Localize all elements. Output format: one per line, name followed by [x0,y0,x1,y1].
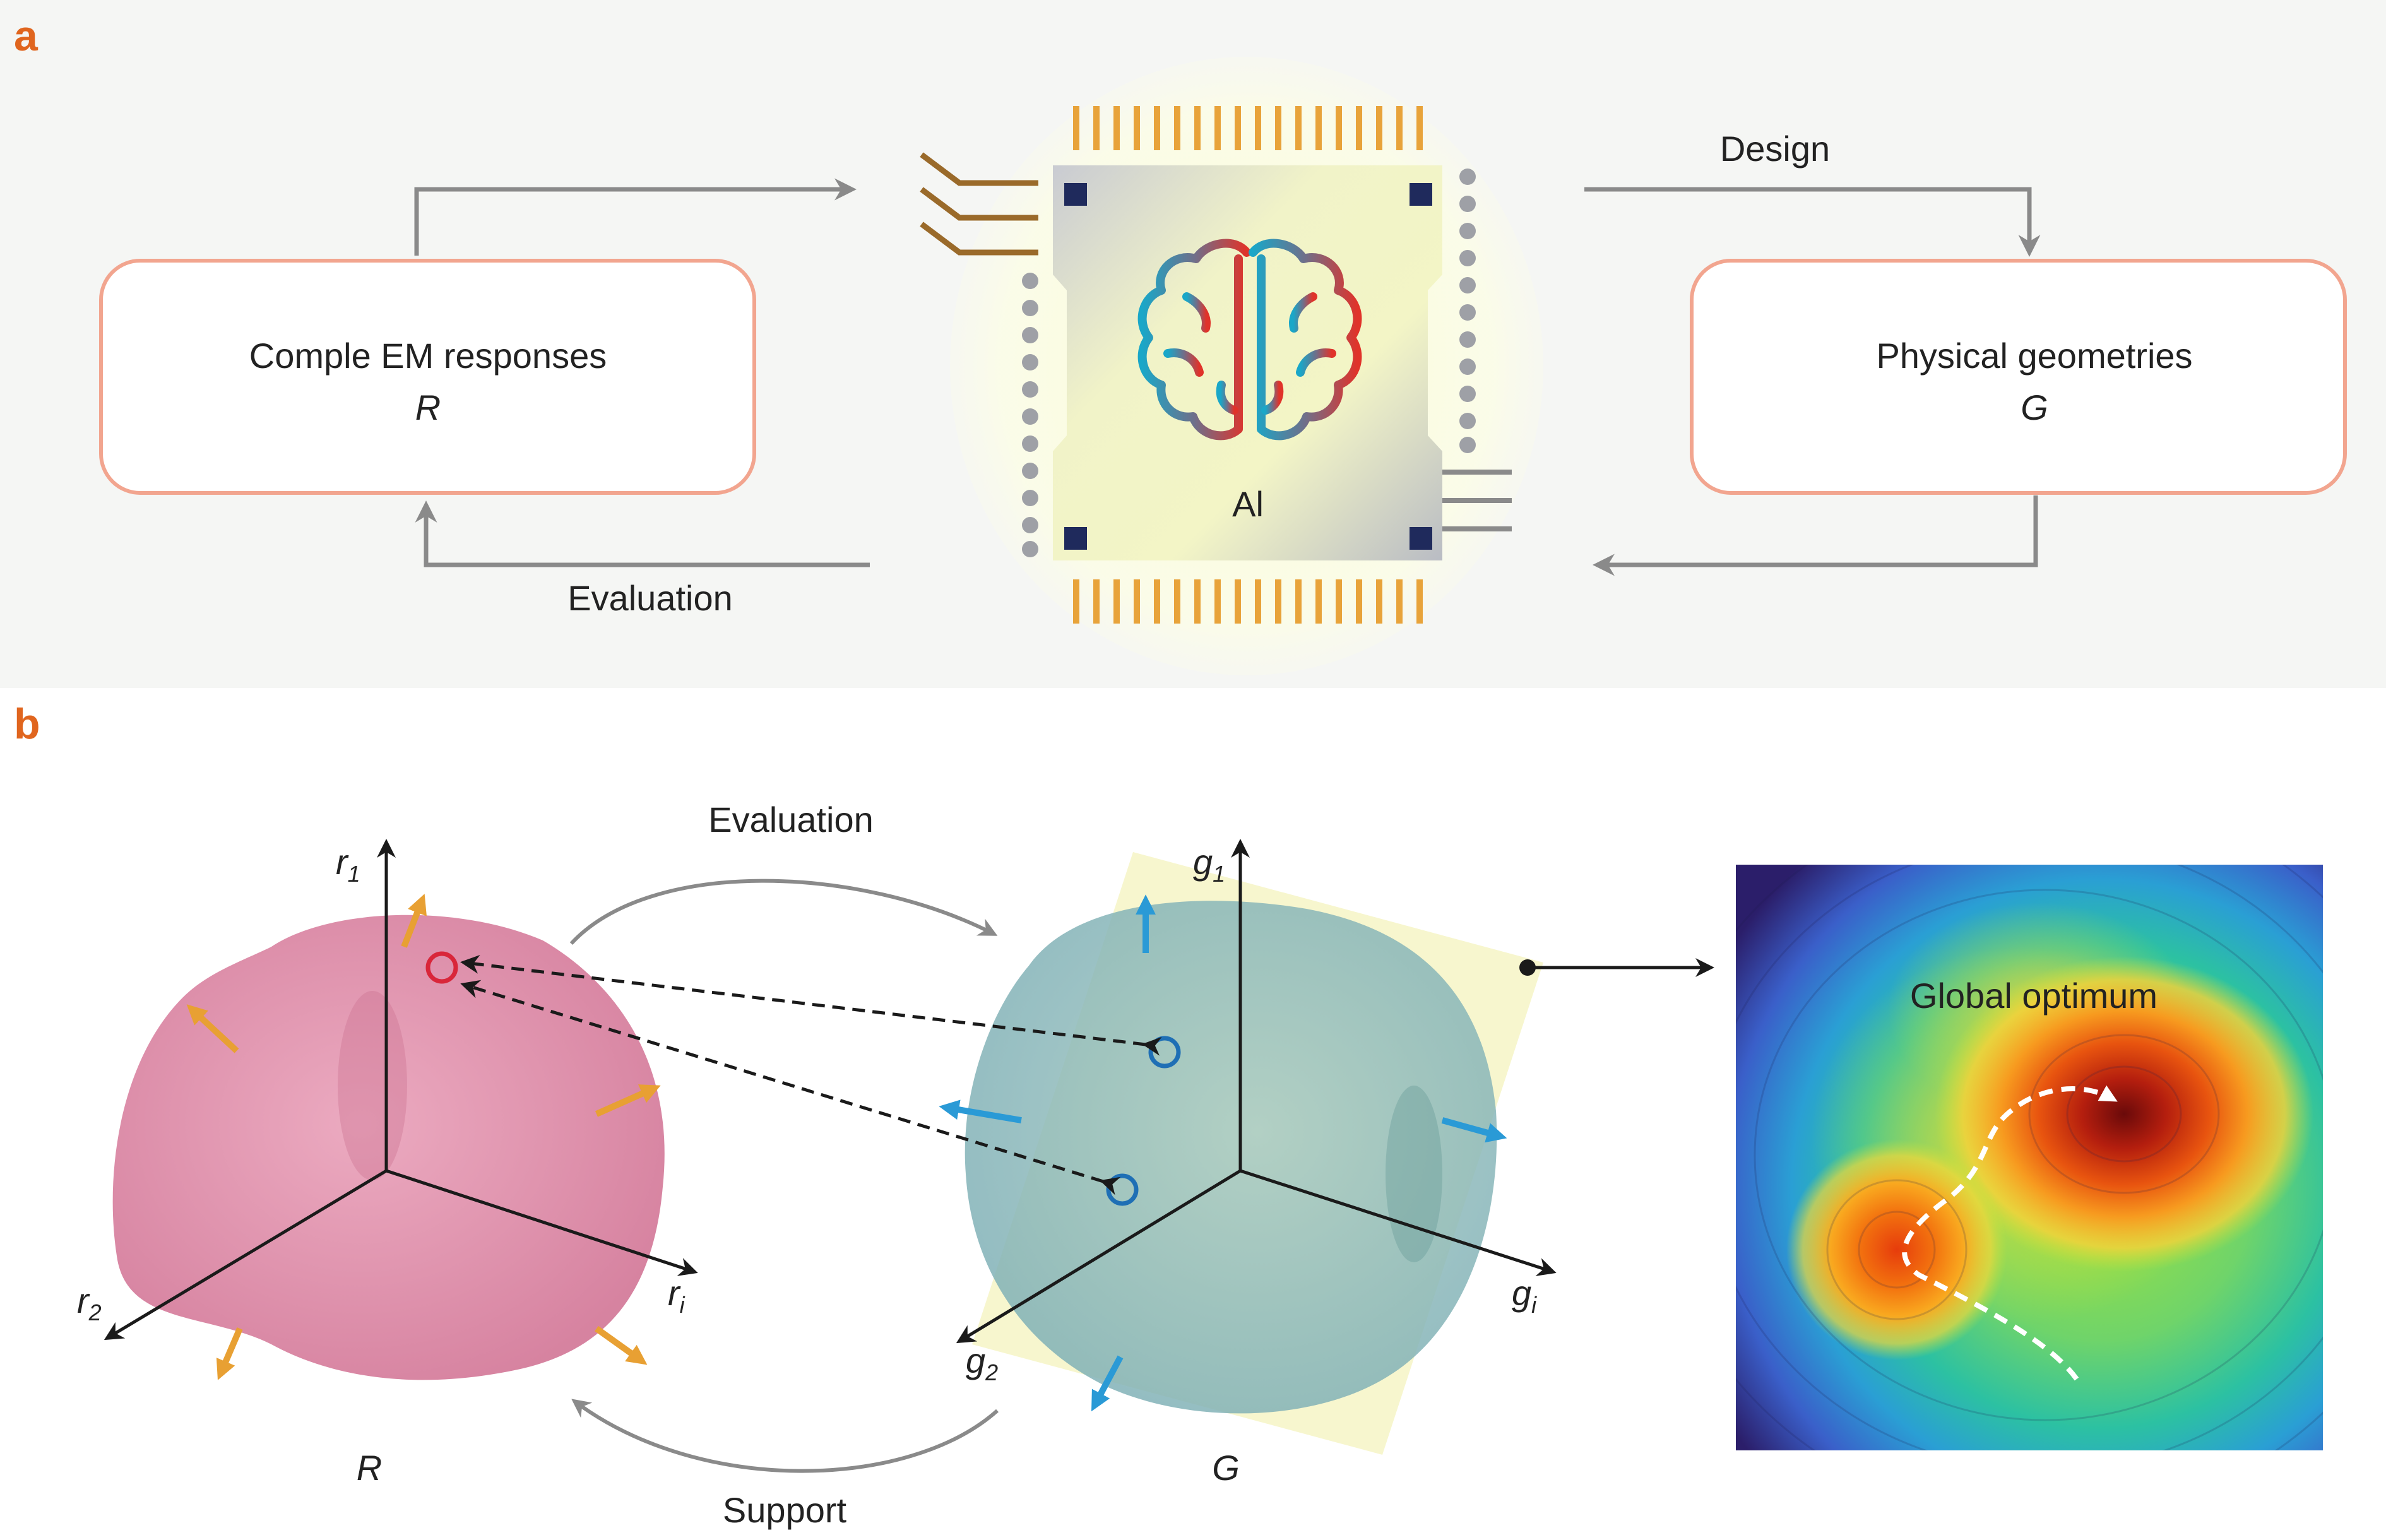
response-sample-marker [425,951,458,984]
chip-pins-bottom [1073,579,1423,624]
global-optimum-peak [1935,956,2313,1272]
ri-axis-label: ri [668,1273,686,1318]
g1-axis-label: g1 [1193,842,1225,887]
response-space: r1 r2 ri R [77,839,698,1488]
optimization-landscape: Global optimum [1736,865,2323,1450]
support-label: Support [723,1490,847,1530]
arrow-evaluation [415,500,870,567]
panel-b-letter: b [14,700,40,748]
arrow-responses-to-ai [414,178,857,256]
chip-leads-left [920,152,1038,256]
ai-chip-label: Al [1232,484,1264,524]
response-space-name: R [357,1448,382,1488]
physical-geometries-title: Physical geometries [1876,336,2192,376]
evaluation-label-a: Evaluation [567,578,733,618]
chip-pad-top-right [1410,183,1432,206]
gi-axis [1240,1169,1557,1276]
chip-dots-left [1022,273,1038,557]
chip-pad-top-left [1064,183,1087,206]
chip-leads-right [1433,470,1512,531]
r2-axis-label: r2 [77,1281,102,1325]
g2-axis-label: g2 [966,1341,998,1385]
brain-icon [1137,239,1362,441]
geometry-space: g1 g2 gi G [939,839,1557,1488]
arrow-design [1584,187,2041,257]
r1-axis-label: r1 [336,842,360,887]
em-responses-box [99,259,756,495]
ai-chip: Al [920,57,1543,675]
arrow-geometries-to-ai [1593,495,2038,576]
gi-axis-label: gi [1512,1273,1537,1318]
ri-axis [386,1169,698,1276]
geometry-space-name: G [1212,1448,1240,1488]
design-label: Design [1720,129,1830,169]
g2-axis [956,1169,1242,1344]
chip-body [1053,165,1442,560]
chip-dots-right [1459,169,1476,453]
r2-axis [104,1169,388,1341]
support-curved-arrow [571,1399,999,1473]
correspondence-arrows [460,954,1162,1195]
em-responses-title: Comple EM responses [249,336,607,376]
evaluation-curved-arrow [569,879,998,945]
em-responses-symbol: R [415,388,441,427]
chip-pins-top [1073,106,1423,150]
local-optimum-peak [1786,1139,2007,1360]
evaluation-label-b: Evaluation [708,800,874,839]
chip-pad-bottom-left [1064,527,1087,550]
physical-geometries-symbol: G [2021,388,2048,427]
optimization-path [1902,1085,2118,1381]
global-optimum-label: Global optimum [1910,976,2157,1016]
panel-a-letter: a [14,12,39,60]
physical-geometries-box [1690,259,2347,495]
chip-pad-bottom-right [1410,527,1432,550]
